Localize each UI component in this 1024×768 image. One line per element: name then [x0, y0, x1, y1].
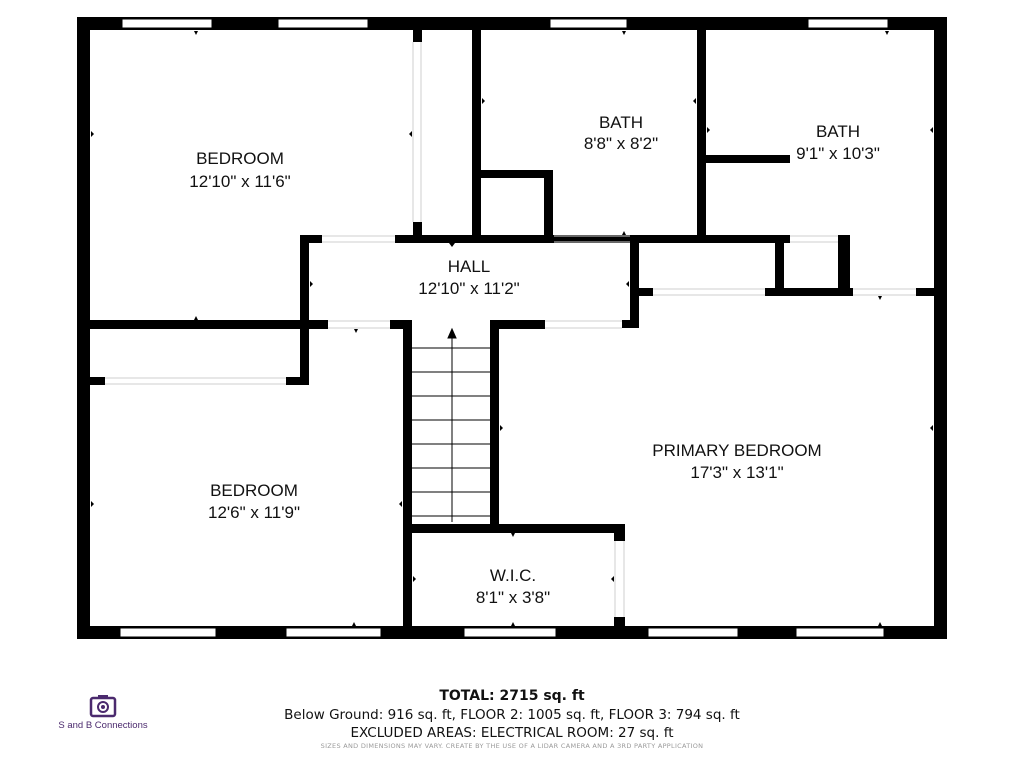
outer-wall-left: [77, 17, 90, 639]
window: [807, 18, 889, 29]
wall: [622, 320, 639, 328]
room-name: BEDROOM: [210, 481, 298, 500]
wall: [286, 377, 309, 385]
room-dims: 17'3" x 13'1": [690, 463, 783, 482]
window: [795, 627, 885, 638]
wall: [706, 155, 790, 163]
wall: [697, 30, 706, 243]
wall: [395, 235, 630, 243]
excluded-areas: EXCLUDED AREAS: ELECTRICAL ROOM: 27 sq. …: [350, 725, 674, 741]
room-name: BATH: [599, 113, 643, 132]
openings: [105, 42, 916, 617]
dimension-markers: [91, 31, 933, 626]
room-dims: 12'10" x 11'2": [418, 279, 519, 298]
wall: [300, 235, 322, 243]
area-total: TOTAL: 2715 sq. ft: [439, 688, 585, 704]
wall: [403, 320, 412, 626]
window: [119, 627, 217, 638]
wall: [90, 377, 105, 385]
room-dims: 9'1" x 10'3": [796, 144, 880, 163]
window: [121, 18, 213, 29]
window: [277, 18, 369, 29]
room-name: HALL: [448, 257, 491, 276]
room-dims: 12'6" x 11'9": [208, 503, 300, 522]
wall: [630, 235, 639, 328]
room-name: BATH: [816, 122, 860, 141]
wall: [775, 235, 784, 295]
wall: [630, 235, 790, 243]
area-breakdown: Below Ground: 916 sq. ft, FLOOR 2: 1005 …: [284, 707, 740, 723]
room-dims: 12'10" x 11'6": [189, 172, 290, 191]
windows: [119, 18, 889, 638]
walls: [77, 17, 947, 639]
wall: [639, 288, 653, 296]
wall: [838, 235, 850, 296]
brand-name: S and B Connections: [58, 720, 148, 731]
room-name: PRIMARY BEDROOM: [652, 441, 821, 460]
floor-plan: BEDROOM 12'10" x 11'6" BATH 8'8" x 8'2" …: [77, 17, 947, 639]
camera-logo-icon: [89, 695, 117, 718]
wall: [413, 30, 422, 42]
wall: [765, 288, 853, 296]
wall: [300, 235, 309, 385]
wall: [544, 170, 553, 243]
wall: [490, 320, 545, 329]
staircase: [412, 327, 490, 522]
wall: [481, 170, 553, 178]
wall: [472, 30, 481, 242]
room-name: BEDROOM: [196, 149, 284, 168]
room-dims: 8'8" x 8'2": [584, 134, 658, 153]
window: [285, 627, 382, 638]
wall: [916, 288, 934, 296]
wall: [490, 320, 499, 532]
room-name: W.I.C.: [490, 566, 536, 585]
window: [463, 627, 557, 638]
stair-arrow-head: [447, 327, 457, 339]
brand-logo: S and B Connections: [58, 694, 148, 731]
wall: [413, 222, 422, 242]
room-labels: BEDROOM 12'10" x 11'6" BATH 8'8" x 8'2" …: [189, 113, 880, 607]
wall: [90, 320, 328, 329]
window: [647, 627, 739, 638]
wall: [614, 617, 625, 627]
wall: [614, 524, 625, 541]
window: [549, 18, 628, 29]
room-dims: 8'1" x 3'8": [476, 588, 550, 607]
wall: [390, 320, 412, 329]
outer-wall-right: [934, 17, 947, 639]
wall: [412, 524, 625, 533]
disclaimer: SIZES AND DIMENSIONS MAY VARY. CREATE BY…: [320, 742, 704, 750]
wall: [536, 235, 554, 243]
